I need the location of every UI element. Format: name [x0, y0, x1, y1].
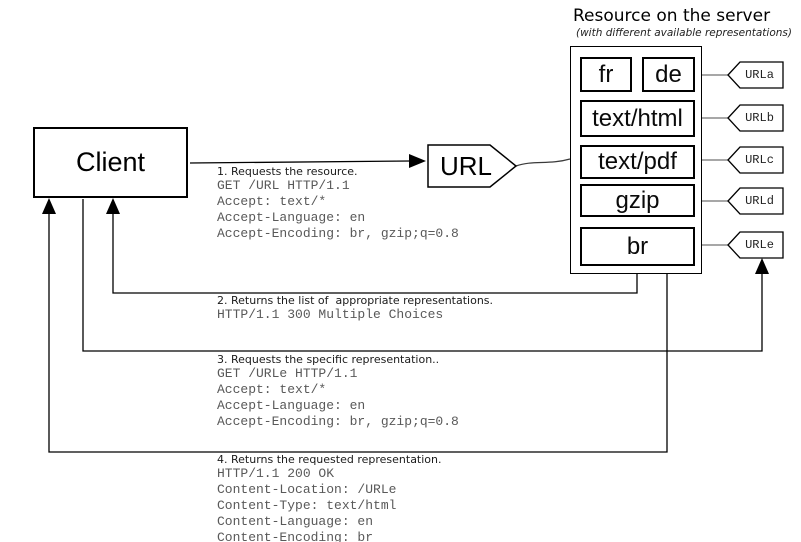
- step-label: 3. Requests the specific representation.…: [217, 353, 440, 366]
- representation-label: text/pdf: [598, 148, 677, 175]
- response-line: HTTP/1.1 200 OK: [217, 466, 335, 481]
- request-line: Accept-Language: en: [217, 398, 366, 413]
- tag-urlc-shape: [727, 146, 784, 174]
- representation-label: text/html: [592, 104, 683, 132]
- request-line: Accept: text/*: [217, 382, 327, 397]
- response-line: Content-Type: text/html: [217, 498, 397, 513]
- representation-label: fr: [598, 60, 614, 88]
- tag-urle-shape: [727, 231, 784, 259]
- representation-box-text-html: text/html: [580, 100, 695, 137]
- response-line: Content-Encoding: br: [217, 530, 374, 542]
- client-box: Client: [33, 127, 188, 198]
- tag-urld-label: URLd: [745, 194, 774, 208]
- representation-box-de: de: [642, 57, 695, 92]
- step-4-arrowhead: [42, 198, 56, 214]
- step-1-arrow-line: [189, 160, 411, 164]
- request-line: Accept-Encoding: br, gzip;q=0.8: [217, 414, 459, 429]
- response-line: Content-Location: /URLe: [217, 482, 397, 497]
- tag-urlc-label: URLc: [745, 153, 774, 167]
- step-label: 1. Requests the resource.: [217, 165, 358, 178]
- url-tag-shape: [427, 144, 518, 188]
- request-line: GET /URLe HTTP/1.1: [217, 366, 358, 381]
- request-line: Accept-Language: en: [217, 210, 366, 225]
- step-3-arrow-line: [82, 199, 763, 352]
- representation-label: gzip: [615, 186, 660, 214]
- representation-box-gzip: gzip: [580, 184, 695, 217]
- tag-urla-shape: [727, 61, 784, 89]
- step-4-arrow-line: [48, 212, 668, 453]
- tag-urlb-shape: [727, 104, 784, 132]
- step-3-text: 3. Requests the specific representation.…: [217, 353, 459, 430]
- response-line: Content-Language: en: [217, 514, 374, 529]
- client-label: Client: [75, 147, 146, 177]
- tag-urlb-label: URLb: [745, 111, 774, 125]
- request-line: GET /URL HTTP/1.1: [217, 178, 350, 193]
- step-4-text: 4. Returns the requested representation.…: [217, 453, 442, 542]
- step-label: 2. Returns the list of appropriate repre…: [217, 294, 494, 307]
- tag-urla-label: URLa: [745, 68, 774, 82]
- step-1-arrowhead: [409, 154, 426, 168]
- diagram-subtitle: (with different available representation…: [576, 27, 792, 39]
- diagram-title: Resource on the server: [573, 6, 771, 26]
- tag-urle-label: URLe: [745, 238, 774, 252]
- representation-box-br: br: [580, 227, 695, 266]
- representation-label: de: [655, 60, 682, 88]
- url-tag-label: URL: [439, 150, 492, 181]
- step-label: 4. Returns the requested representation.: [217, 453, 442, 466]
- step-2-arrowhead: [106, 198, 120, 214]
- step-3-arrowhead: [755, 258, 769, 274]
- representation-box-fr: fr: [580, 57, 632, 92]
- response-line: HTTP/1.1 300 Multiple Choices: [217, 307, 444, 322]
- representation-box-text-pdf: text/pdf: [580, 145, 695, 179]
- step-1-text: 1. Requests the resource. GET /URL HTTP/…: [217, 165, 459, 242]
- url-server-connector: [515, 158, 571, 167]
- step-2-text: 2. Returns the list of appropriate repre…: [217, 294, 493, 323]
- request-line: Accept: text/*: [217, 194, 327, 209]
- tag-urld-shape: [727, 187, 784, 215]
- representation-label: br: [626, 232, 649, 260]
- request-line: Accept-Encoding: br, gzip;q=0.8: [217, 226, 459, 241]
- step-2-arrow-line: [112, 212, 638, 294]
